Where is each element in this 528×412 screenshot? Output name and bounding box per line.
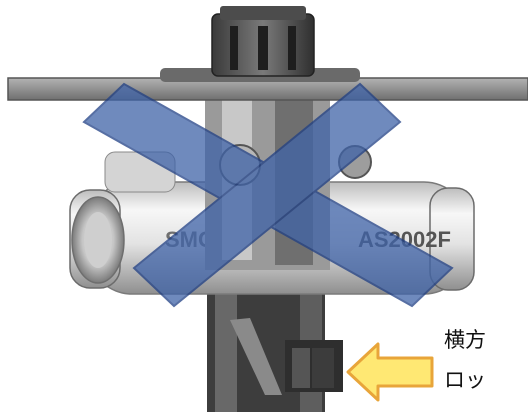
caption-line-2: ロッ — [444, 368, 486, 392]
left-arrow-icon — [346, 342, 434, 402]
prohibited-cross-icon — [82, 82, 454, 308]
caption-line-1: 横方 — [444, 328, 486, 352]
top-cap — [160, 6, 360, 82]
